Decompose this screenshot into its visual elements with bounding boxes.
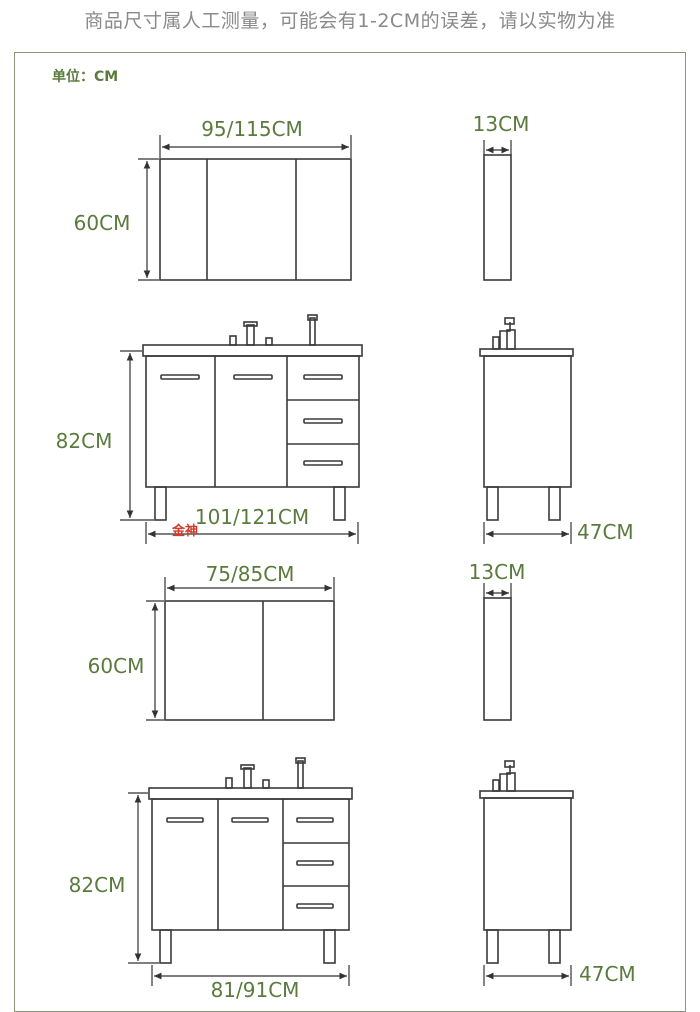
base-cabinet-small-front (148, 757, 353, 964)
mirror-large-depth-label: 13CM (473, 112, 530, 136)
cabinet-large-height-label: 82CM (56, 429, 113, 453)
mirror-large-depth-dim (483, 140, 512, 155)
cabinet-large-depth-dim (483, 522, 572, 544)
mirror-small-depth-dim (483, 583, 512, 598)
mirror-large-width-label: 95/115CM (201, 117, 303, 141)
cabinet-large-height-dim (120, 350, 154, 521)
mirror-cabinet-large-side (483, 154, 512, 281)
cabinet-small-depth-dim (483, 965, 572, 986)
mirror-small-width-label: 75/85CM (206, 562, 295, 586)
mirror-small-depth-label: 13CM (469, 560, 526, 584)
measurement-notice: 商品尺寸属人工测量，可能会有1-2CM的误差，请以实物为准 (84, 10, 616, 32)
watermark-logo: 金神 (171, 523, 198, 539)
mirror-large-height-dim (138, 158, 159, 281)
base-cabinet-large-side (479, 317, 574, 521)
cabinet-large-depth-label: 47CM (577, 520, 634, 544)
mirror-cabinet-small-side (483, 597, 512, 721)
cabinet-small-height-dim (128, 792, 159, 964)
cabinet-large-width-dim (145, 522, 359, 544)
mirror-cabinet-small-front (164, 600, 335, 721)
base-cabinet-large-front (142, 314, 363, 521)
cabinet-small-height-label: 82CM (69, 873, 126, 897)
base-cabinet-small-side (479, 760, 574, 964)
cabinet-small-depth-label: 47CM (579, 962, 636, 986)
unit-label: 单位：CM (52, 69, 119, 85)
mirror-cabinet-large-front (159, 158, 352, 281)
mirror-large-height-label: 60CM (74, 211, 131, 235)
mirror-large-width-dim (159, 135, 352, 158)
mirror-small-height-dim (146, 600, 164, 721)
cabinet-small-width-dim (151, 965, 350, 986)
mirror-small-height-label: 60CM (88, 654, 145, 678)
cabinet-large-width-label: 101/121CM (195, 505, 309, 529)
mirror-small-width-dim (164, 577, 335, 600)
cabinet-small-width-label: 81/91CM (211, 978, 300, 1000)
